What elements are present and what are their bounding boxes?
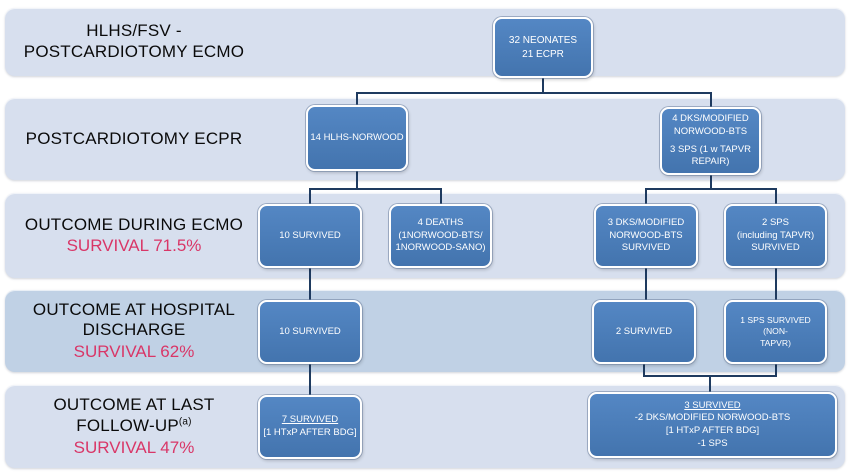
row-label-outcome-followup: OUTCOME AT LAST FOLLOW-UP(a) SURVIVAL 47… [8,385,260,468]
row-label-text: FOLLOW-UP [76,415,179,435]
node-text: 2 SURVIVED [615,325,673,337]
node-7-survived-followup: 7 SURVIVED [1 HTxP AFTER BDG] [258,395,362,459]
row-label-line: POSTCARDIOTOMY ECMO [23,42,245,61]
row-label-line: OUTCOME AT HOSPITAL [32,299,236,319]
connector-to-3survived [709,375,711,392]
node-2-survived: 2 SURVIVED [592,300,696,364]
connector-3dks-down [645,268,647,300]
node-text: (including TAPVR) [736,229,815,241]
node-1-sps-survived: 1 SPS SURVIVED (NON- TAPVR) [724,300,827,364]
node-text: 10 SURVIVED [279,325,341,337]
node-text: 3 SPS (1 w TAPVR REPAIR) [670,143,751,168]
node-text: 2 SPS [762,217,789,229]
connector-to-4deaths [440,188,442,204]
row-label-ecpr: POSTCARDIOTOMY ECPR [8,98,260,180]
node-text: -1 SPS [697,437,728,449]
node-text: TAPVR) [760,337,791,348]
node-text: [1 HTxP AFTER BDG] [263,427,357,438]
row-label-outcome-discharge: OUTCOME AT HOSPITAL DISCHARGE SURVIVAL 6… [8,290,260,372]
node-text: SURVIVED [621,242,671,254]
node-3-survived-followup: 3 SURVIVED -2 DKS/MODIFIED NORWOOD-BTS [… [588,392,837,458]
connector-rail-level1 [356,92,712,94]
connector-2sps-down [775,268,777,300]
footnote-marker: (a) [178,416,192,428]
node-text-underlined: 3 SURVIVED [684,399,741,411]
node-text: 4 DEATHS [417,217,464,229]
row-label-line: HLHS/FSV - [86,21,182,41]
node-text: SURVIVED [751,242,800,254]
row-label-line: OUTCOME AT LAST [53,395,215,415]
node-text: 4 DKS/MODIFIED NORWOOD-BTS [672,113,749,137]
survival-rate-discharge: SURVIVAL 62% [73,342,195,362]
node-10-survived-ecmo: 10 SURVIVED [258,204,362,268]
node-text: (1NORWOOD-BTS/ [398,229,483,241]
connector-to-hlhs [356,92,358,105]
node-text: 32 NEONATES [508,35,578,47]
node-text: 3 DKS/MODIFIED [607,217,685,229]
row-label-line: POSTCARDIOTOMY ECPR [25,128,243,148]
node-text: 14 HLHS-NORWOOD [310,131,404,143]
row-band-outcome-discharge [5,290,845,372]
connector-10survived-down [309,268,311,300]
connector-to-3dks [645,188,647,204]
row-label-line: OUTCOME DURING ECMO [24,214,244,234]
node-2-sps-survived: 2 SPS (including TAPVR) SURVIVED [724,204,827,268]
node-14-hlhs-norwood: 14 HLHS-NORWOOD [306,105,408,171]
connector-dks-stub [710,175,712,188]
connector-rail-left [309,188,442,190]
connector-rail-right [645,188,777,190]
node-3-dks-survived: 3 DKS/MODIFIED NORWOOD-BTS SURVIVED [594,204,698,268]
connector-to-10survived-ecmo [309,188,311,204]
row-label-line: FOLLOW-UP(a) [76,416,191,437]
connector-root-stub [542,78,544,92]
connector-1sps-stub [775,364,777,377]
survival-rate-followup: SURVIVAL 47% [73,437,195,457]
node-text: 1 SPS SURVIVED (NON- [740,314,811,337]
node-text: 21 ECPR [522,48,564,60]
node-text-underlined: 7 SURVIVED [281,414,339,426]
node-32-neonates: 32 NEONATES 21 ECPR [493,17,593,78]
node-text: NORWOOD-BTS [609,229,683,241]
row-band-title [5,8,845,76]
survival-rate-ecmo: SURVIVAL 71.5% [66,236,202,256]
connector-2survived-stub [643,364,645,377]
row-label-title: HLHS/FSV - POSTCARDIOTOMY ECMO [8,8,260,76]
connector-to-dks [710,92,712,107]
node-text: -2 DKS/MODIFIED NORWOOD-BTS [634,412,791,424]
node-text: 1NORWOOD-SANO) [395,242,486,254]
row-label-line: DISCHARGE [82,320,186,340]
node-10-survived-discharge: 10 SURVIVED [258,300,362,364]
node-text: 10 SURVIVED [279,229,341,241]
node-4-dks-3-sps: 4 DKS/MODIFIED NORWOOD-BTS 3 SPS (1 w TA… [660,107,761,175]
connector-10survived-followup [309,364,311,395]
node-4-deaths: 4 DEATHS (1NORWOOD-BTS/ 1NORWOOD-SANO) [389,204,492,268]
row-label-outcome-ecmo: OUTCOME DURING ECMO SURVIVAL 71.5% [8,193,260,278]
connector-to-2sps [775,188,777,204]
node-text: [1 HTxP AFTER BDG] [665,425,760,436]
connector-hlhs-stub [356,171,358,188]
